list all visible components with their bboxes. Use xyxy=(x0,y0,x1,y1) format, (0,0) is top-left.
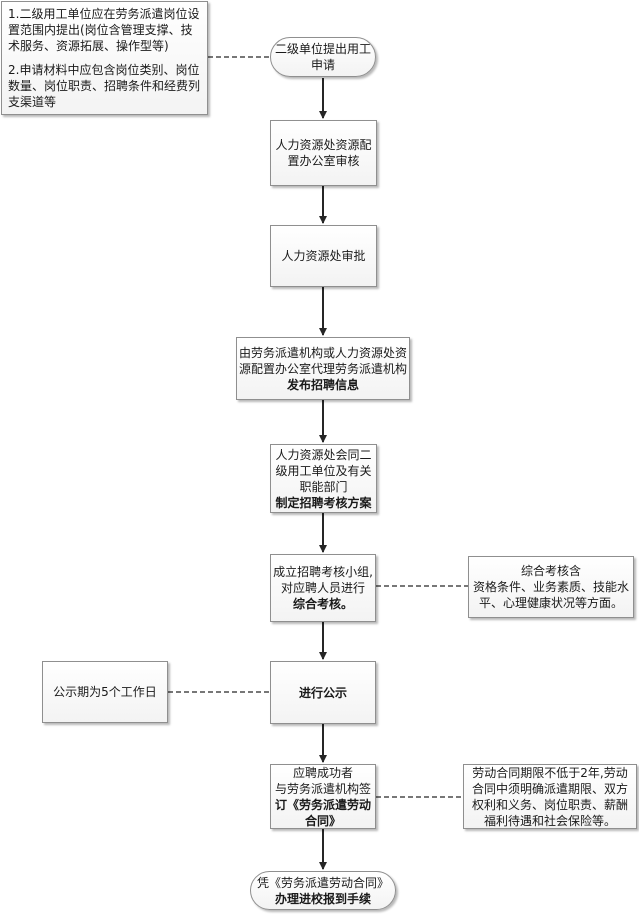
node-plan-line-2: 级用工单位及有关 xyxy=(275,463,372,478)
note-publicity-period-line-1: 公示期为5个工作日 xyxy=(53,685,157,699)
node-start-line-2: 申请 xyxy=(310,58,335,72)
node-hr-approval: 人力资源处审批 xyxy=(270,225,377,287)
node-contract-bold-2: 合同》 xyxy=(304,813,341,828)
node-end-line-1: 凭《劳务派遣劳动合同》 xyxy=(257,875,390,890)
node-start-line-1: 二级单位提出用工 xyxy=(275,42,372,56)
node-plan-line-3: 职能部门 xyxy=(299,479,348,494)
note-publicity-period: 公示期为5个工作日 xyxy=(42,661,168,723)
note-contract-terms: 劳动合同期限不低于2年,劳动 合同中须明确派遣期限、双方 权利和义务、岗位职责、… xyxy=(463,764,637,829)
node-publish-line-1: 由劳务派遣机构或人力资源处资 xyxy=(239,345,408,360)
note-assessment-line-2: 资格条件、业务素质、技能水 xyxy=(473,580,630,594)
note-req-p1-line-3: 术服务、资源拓展、操作型等) xyxy=(8,39,169,53)
node-publish-recruitment: 由劳务派遣机构或人力资源处资 源配置办公室代理劳务派遣机构 发布招聘信息 xyxy=(236,337,410,400)
node-review-line-1: 人力资源处资源配 xyxy=(275,138,372,152)
node-start-application: 二级单位提出用工 申请 xyxy=(270,37,376,77)
node-publish-line-2: 源配置办公室代理劳务派遣机构 xyxy=(239,361,408,376)
node-assess-bold: 综合考核。 xyxy=(292,597,353,611)
node-sign-contract: 应聘成功者 与劳务派遣机构签 订《劳务派遣劳动 合同》 xyxy=(270,764,376,829)
node-assessment-plan: 人力资源处会同二 级用工单位及有关 职能部门 制定招聘考核方案 xyxy=(270,444,377,513)
note-contract-terms-line-3: 权利和义务、岗位职责、薪酬 xyxy=(471,797,628,812)
node-hr-office-review: 人力资源处资源配 置办公室审核 xyxy=(270,120,377,186)
note-req-p2-line-2: 数量、岗位职责、招聘条件和经费列 xyxy=(8,79,201,93)
note-assessment-content: 综合考核含 资格条件、业务素质、技能水 平、心理健康状况等方面。 xyxy=(468,556,634,618)
node-plan-bold: 制定招聘考核方案 xyxy=(275,495,372,510)
node-assess-line-1: 成立招聘考核小组, xyxy=(273,565,373,579)
node-end-bold: 办理进校报到手续 xyxy=(274,891,371,906)
node-approve-line-1: 人力资源处审批 xyxy=(281,249,366,263)
note-contract-terms-line-1: 劳动合同期限不低于2年,劳动 xyxy=(472,765,628,780)
node-review-line-2: 置办公室审核 xyxy=(287,154,360,168)
node-publicity: 进行公示 xyxy=(270,661,376,724)
node-plan-line-1: 人力资源处会同二 xyxy=(275,447,372,462)
node-contract-line-1: 应聘成功者 xyxy=(292,765,353,780)
node-publicity-bold: 进行公示 xyxy=(298,685,347,700)
node-comprehensive-assessment: 成立招聘考核小组, 对应聘人员进行 综合考核。 xyxy=(270,554,376,622)
note-assessment-line-1: 综合考核含 xyxy=(520,564,581,578)
node-contract-line-2: 与劳务派遣机构签 xyxy=(275,781,372,796)
note-contract-terms-line-4: 福利待遇和社会保险等。 xyxy=(483,813,616,828)
note-application-requirements: 1.二级用工单位应在劳务派遣岗位设 置范围内提出(岗位含管理支撑、技 术服务、资… xyxy=(1,1,208,115)
note-contract-terms-line-2: 合同中须明确派遣期限、双方 xyxy=(471,781,628,796)
note-req-p1-line-2: 置范围内提出(岗位含管理支撑、技 xyxy=(8,23,193,37)
node-contract-bold-1: 订《劳务派遣劳动 xyxy=(275,797,372,812)
node-publish-bold: 发布招聘信息 xyxy=(286,377,359,392)
node-assess-line-2: 对应聘人员进行 xyxy=(280,581,365,595)
note-req-p2-line-1: 2.申请材料中应包含岗位类别、岗位 xyxy=(8,63,200,77)
note-req-p2-line-3: 支渠道等 xyxy=(8,95,57,109)
note-req-p1-line-1: 1.二级用工单位应在劳务派遣岗位设 xyxy=(8,7,200,21)
note-assessment-line-3: 平、心理健康状况等方面。 xyxy=(478,596,623,610)
node-end-registration: 凭《劳务派遣劳动合同》 办理进校报到手续 xyxy=(250,871,396,910)
